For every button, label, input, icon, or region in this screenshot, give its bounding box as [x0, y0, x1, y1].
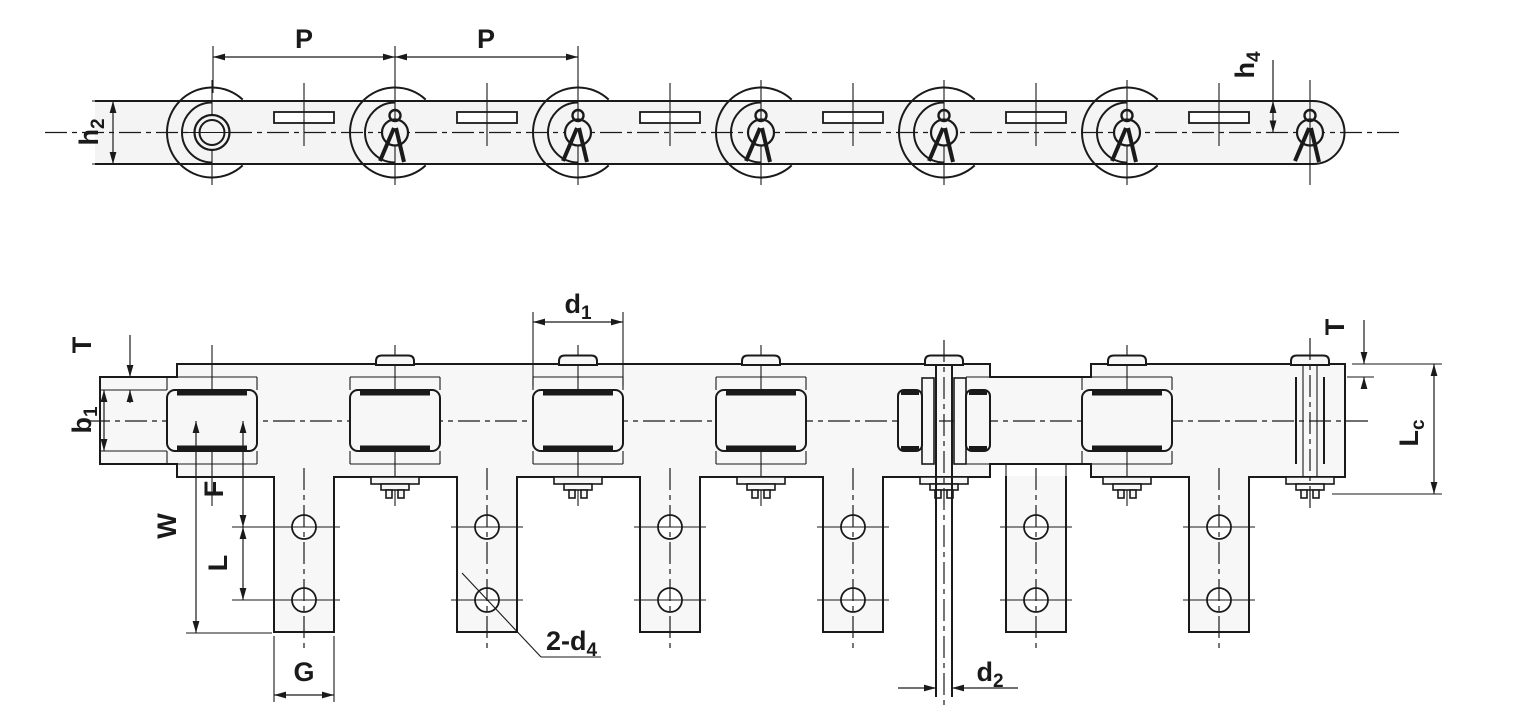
dim-lc: Lc — [1332, 363, 1442, 495]
dim-l: L — [203, 527, 268, 601]
dim-t-right: T — [1320, 318, 1374, 389]
label-d1: d1 — [564, 289, 592, 324]
label-t-right: T — [1320, 318, 1350, 335]
extended-pin-joint — [897, 340, 991, 706]
dim-g: G — [273, 636, 335, 702]
label-l: L — [203, 555, 233, 572]
label-lc: Lc — [1394, 419, 1429, 447]
callout-2-d4: 2-d4 — [461, 572, 601, 661]
dim-pitch-2: P — [395, 24, 578, 61]
top-view: P P h2 h4 — [45, 24, 1400, 186]
pin-with-cross — [185, 113, 239, 152]
label-w: W — [152, 513, 182, 539]
dim-d1: d1 — [532, 289, 624, 386]
label-h2: h2 — [74, 118, 109, 145]
dim-f: F — [199, 421, 268, 528]
dim-d2: d2 — [898, 657, 1018, 692]
label-h4: h4 — [1230, 51, 1265, 79]
label-pitch-1: P — [295, 24, 313, 54]
label-f: F — [199, 481, 229, 498]
dim-pitch-1: P — [212, 24, 579, 93]
dim-b1: b1 — [67, 390, 108, 451]
dim-w: W — [152, 421, 272, 634]
dim-h4: h4 — [1230, 51, 1277, 133]
end-link — [1295, 338, 1325, 508]
label-2-d4: 2-d4 — [546, 626, 598, 661]
label-g: G — [293, 657, 314, 687]
dim-t-left: T — [67, 335, 134, 403]
label-d2: d2 — [976, 657, 1003, 692]
label-b1: b1 — [67, 406, 102, 434]
plate-band-outline — [95, 100, 1346, 165]
dim-h2: h2 — [74, 100, 152, 165]
side-view: T b1 W F L G — [67, 289, 1442, 706]
label-t-left: T — [67, 336, 97, 353]
label-pitch-2: P — [477, 24, 495, 54]
